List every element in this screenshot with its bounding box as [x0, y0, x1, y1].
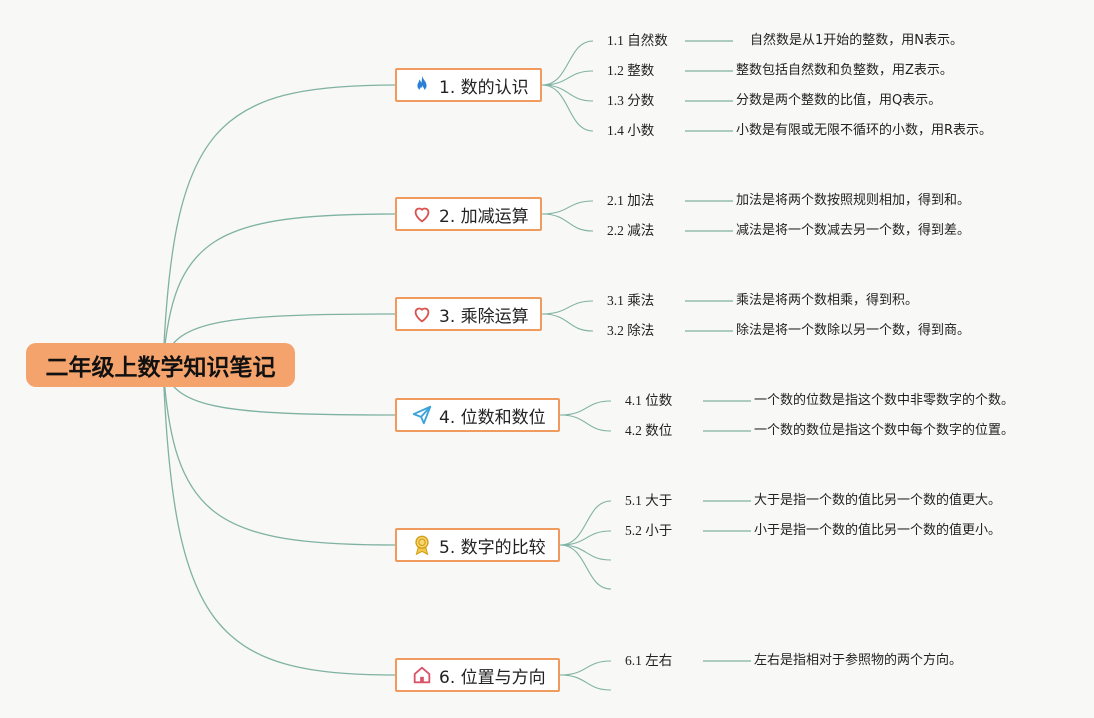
subtopic-description: 分数是两个整数的比值，用Q表示。	[736, 93, 942, 108]
root-topic[interactable]: 二年级上数学知识笔记	[26, 343, 295, 387]
connector-line	[559, 660, 612, 676]
connector-line	[559, 530, 612, 546]
subtopic-description: 自然数是从1开始的整数，用N表示。	[750, 33, 963, 48]
connector-line	[541, 84, 594, 102]
connector-line	[162, 213, 396, 366]
subtopic-description: 整数包括自然数和负整数，用Z表示。	[736, 63, 953, 78]
connector-line	[559, 400, 612, 416]
subtopic-description: 一个数的数位是指这个数中每个数字的位置。	[754, 423, 1015, 438]
subtopic-label[interactable]: 3.1 乘法	[607, 293, 655, 308]
subtopic-label[interactable]: 4.1 位数	[625, 393, 673, 408]
connector-line	[162, 364, 396, 676]
connector-line	[541, 200, 594, 215]
house-icon	[411, 664, 433, 686]
branch-topic-label: 1. 数的认识	[439, 77, 529, 98]
branch-topic-label: 3. 乘除运算	[439, 306, 529, 327]
branch-topic-label: 2. 加减运算	[439, 206, 529, 227]
subtopic-description: 小于是指一个数的值比另一个数的值更小。	[754, 523, 1002, 538]
flame-icon	[411, 74, 433, 96]
branch-topic-label: 5. 数字的比较	[439, 537, 546, 558]
subtopic-label[interactable]: 1.4 小数	[607, 123, 655, 138]
subtopic-description: 大于是指一个数的值比另一个数的值更大。	[754, 493, 1002, 508]
branch-topic-label: 4. 位数和数位	[439, 407, 546, 428]
connector-line	[541, 40, 594, 86]
subtopic-label[interactable]: 4.2 数位	[625, 423, 673, 438]
connector-line	[559, 414, 612, 432]
connector-line	[162, 84, 396, 366]
branch-topic-3[interactable]: 3. 乘除运算	[395, 297, 542, 331]
branch-topic-1[interactable]: 1. 数的认识	[395, 68, 542, 102]
subtopic-label[interactable]: 5.2 小于	[625, 523, 673, 538]
subtopic-label[interactable]: 1.2 整数	[607, 63, 655, 78]
branch-topic-4[interactable]: 4. 位数和数位	[395, 398, 560, 432]
subtopic-label[interactable]: 5.1 大于	[625, 493, 673, 508]
subtopic-label[interactable]: 3.2 除法	[607, 323, 655, 338]
branch-topic-2[interactable]: 2. 加减运算	[395, 197, 542, 231]
subtopic-description: 左右是指相对于参照物的两个方向。	[754, 653, 963, 668]
heart-icon	[411, 303, 433, 325]
medal-icon	[411, 534, 433, 556]
connector-line	[559, 500, 612, 546]
subtopic-description: 小数是有限或无限不循环的小数，用R表示。	[736, 123, 993, 138]
branch-topic-label: 6. 位置与方向	[439, 667, 546, 688]
connector-line	[541, 213, 594, 232]
branch-topic-6[interactable]: 6. 位置与方向	[395, 658, 560, 692]
heart-icon	[411, 203, 433, 225]
connector-line	[162, 364, 396, 546]
paper-plane-icon	[411, 404, 433, 426]
subtopic-description: 乘法是将两个数相乘，得到积。	[736, 293, 919, 308]
branch-topic-5[interactable]: 5. 数字的比较	[395, 528, 560, 562]
subtopic-description: 减法是将一个数减去另一个数，得到差。	[736, 223, 971, 238]
connector-line	[541, 313, 594, 332]
subtopic-description: 加法是将两个数按照规则相加，得到和。	[736, 193, 971, 208]
subtopic-label[interactable]: 1.3 分数	[607, 93, 655, 108]
connector-line	[559, 544, 612, 590]
connector-line	[541, 300, 594, 315]
subtopic-description: 一个数的位数是指这个数中非零数字的个数。	[754, 393, 1015, 408]
connector-line	[559, 674, 612, 691]
connector-line	[559, 544, 612, 561]
connector-line	[541, 70, 594, 86]
root-topic-label: 二年级上数学知识笔记	[45, 355, 276, 381]
subtopic-label[interactable]: 1.1 自然数	[607, 33, 668, 48]
subtopic-label[interactable]: 2.1 加法	[607, 193, 655, 208]
subtopic-description: 除法是将一个数除以另一个数，得到商。	[736, 323, 971, 338]
subtopic-label[interactable]: 2.2 减法	[607, 223, 655, 238]
subtopic-label[interactable]: 6.1 左右	[625, 653, 673, 668]
connector-line	[541, 84, 594, 132]
